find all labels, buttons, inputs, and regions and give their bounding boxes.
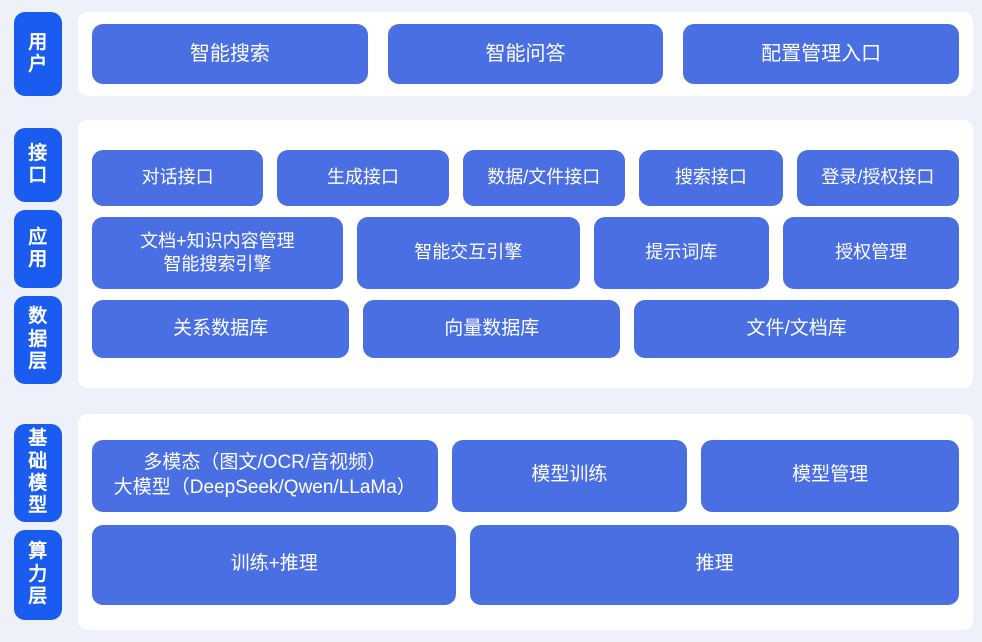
layer-label-interface[interactable]: 接口: [14, 128, 62, 202]
box-model-training[interactable]: 模型训练: [451, 439, 688, 512]
rail-infrastructure: 基础模型 算力层: [0, 414, 78, 630]
layer-label-data[interactable]: 数据层: [14, 296, 62, 384]
row-applications: 文档+知识内容管理 智能搜索引擎 智能交互引擎 提示词库 授权管理: [92, 217, 959, 289]
panel-infrastructure: 多模态（图文/OCR/音视频） 大模型（DeepSeek/Qwen/LLaMa）…: [78, 414, 973, 630]
section-infrastructure: 基础模型 算力层 多模态（图文/OCR/音视频） 大模型（DeepSeek/Qw…: [0, 414, 982, 630]
row-foundation-models: 多模态（图文/OCR/音视频） 大模型（DeepSeek/Qwen/LLaMa）…: [92, 439, 959, 512]
section-platform: 接口 应用 数据层 对话接口 生成接口 数据/文件接口 搜索接口 登录/授权接口…: [0, 120, 982, 388]
layer-label-foundation-model-text: 基础模型: [28, 428, 48, 517]
layer-label-compute[interactable]: 算力层: [14, 530, 62, 620]
panel-user: 智能搜索 智能问答 配置管理入口: [78, 12, 973, 96]
box-generation-interface[interactable]: 生成接口: [277, 150, 449, 206]
box-login-auth-interface[interactable]: 登录/授权接口: [796, 150, 960, 206]
row-compute-resources: 训练+推理 推理: [92, 524, 959, 605]
box-prompt-library[interactable]: 提示词库: [593, 217, 770, 289]
layer-label-user-text: 用户: [28, 31, 48, 75]
rail-platform: 接口 应用 数据层: [0, 120, 78, 388]
box-authorization-management[interactable]: 授权管理: [783, 217, 959, 289]
section-user: 用户 智能搜索 智能问答 配置管理入口: [0, 12, 982, 96]
row-interfaces: 对话接口 生成接口 数据/文件接口 搜索接口 登录/授权接口: [92, 150, 960, 206]
layer-label-compute-text: 算力层: [28, 541, 48, 608]
rail-user: 用户: [0, 12, 78, 96]
layer-label-application-text: 应用: [28, 226, 48, 270]
panel-platform: 对话接口 生成接口 数据/文件接口 搜索接口 登录/授权接口 文档+知识内容管理…: [78, 120, 973, 388]
box-file-document-store[interactable]: 文件/文档库: [634, 300, 959, 358]
layer-label-application[interactable]: 应用: [14, 210, 62, 288]
layer-label-data-text: 数据层: [28, 306, 48, 373]
box-config-management-entry[interactable]: 配置管理入口: [683, 24, 960, 84]
box-smart-interaction-engine[interactable]: 智能交互引擎: [356, 217, 580, 289]
layer-label-interface-text: 接口: [28, 142, 48, 186]
box-relational-database[interactable]: 关系数据库: [92, 300, 350, 358]
box-inference[interactable]: 推理: [470, 524, 959, 605]
box-smart-search[interactable]: 智能搜索: [92, 24, 368, 84]
box-data-file-interface[interactable]: 数据/文件接口: [462, 150, 625, 206]
row-data-stores: 关系数据库 向量数据库 文件/文档库: [92, 300, 959, 358]
box-smart-qa[interactable]: 智能问答: [387, 24, 664, 84]
box-training-and-inference[interactable]: 训练+推理: [92, 524, 457, 605]
layer-label-user[interactable]: 用户: [14, 12, 62, 96]
box-model-management[interactable]: 模型管理: [701, 439, 959, 512]
box-dialog-interface[interactable]: 对话接口: [92, 150, 264, 206]
row-user-entries: 智能搜索 智能问答 配置管理入口: [92, 24, 960, 84]
box-doc-knowledge-content-management[interactable]: 文档+知识内容管理 智能搜索引擎: [92, 217, 343, 289]
layer-label-foundation-model[interactable]: 基础模型: [14, 424, 62, 522]
box-multimodal-large-model[interactable]: 多模态（图文/OCR/音视频） 大模型（DeepSeek/Qwen/LLaMa）: [92, 439, 438, 512]
box-vector-database[interactable]: 向量数据库: [363, 300, 621, 358]
box-search-interface[interactable]: 搜索接口: [638, 150, 783, 206]
